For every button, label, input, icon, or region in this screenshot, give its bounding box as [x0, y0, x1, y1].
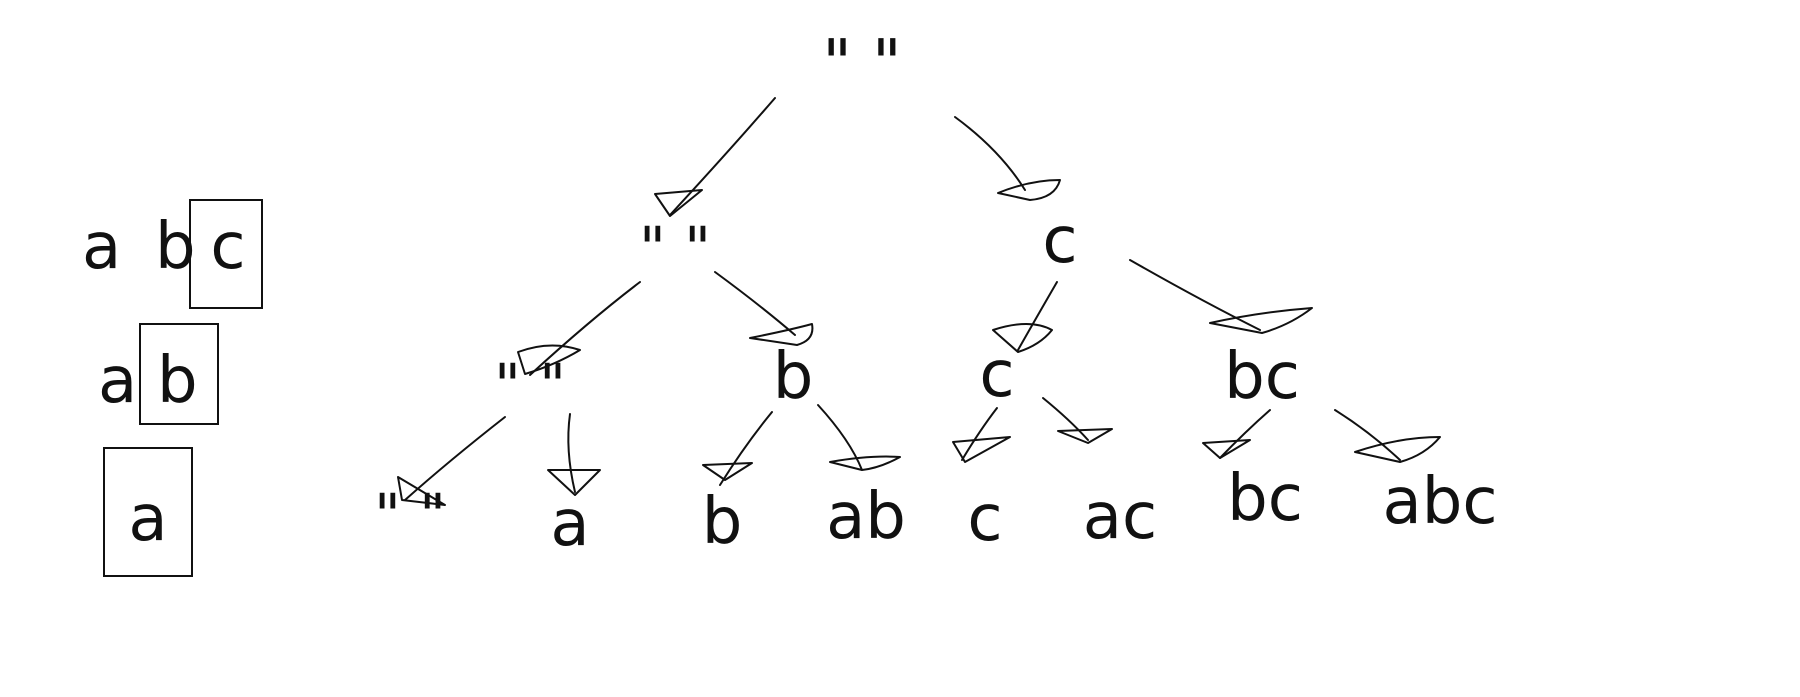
node-root: " " — [822, 27, 901, 101]
arrowhead-icon — [1354, 436, 1441, 463]
arrowhead-icon — [1202, 439, 1251, 459]
leaf-0: " " — [374, 481, 446, 549]
edge-l2c-right — [1042, 397, 1089, 441]
node-level1-left: " " — [639, 214, 711, 282]
tree-edges — [404, 97, 1401, 501]
edge-l2c-left — [961, 407, 998, 461]
legend-row1-box — [189, 199, 263, 309]
arrowhead-icon — [992, 323, 1053, 353]
leaf-2: b — [702, 485, 743, 559]
arrowhead-icon — [1057, 428, 1113, 444]
arrowhead-icon — [829, 455, 901, 471]
leaf-1: a — [550, 487, 589, 561]
tree-arrowheads — [397, 179, 1441, 506]
edge-l2d-left — [1219, 409, 1271, 459]
node-level2-2: c — [979, 338, 1014, 412]
tree-nodes: " " " " c " " b c bc " " a b ab c ac bc … — [374, 27, 1497, 561]
legend: a b c a b a — [82, 199, 263, 577]
arrowhead-icon — [952, 436, 1011, 463]
arrowhead-icon — [547, 469, 601, 496]
arrowhead-icon — [654, 189, 703, 217]
leaf-3: ab — [826, 480, 906, 554]
legend-row3-box — [103, 447, 193, 577]
edge-l2b-left — [719, 411, 773, 486]
edge-l1right-right — [1129, 259, 1261, 331]
edge-root-right — [954, 116, 1026, 191]
legend-row2-letter-b: b — [157, 344, 198, 418]
edge-root-left — [669, 97, 776, 216]
arrowhead-icon — [397, 476, 446, 506]
arrowhead-icon — [702, 462, 753, 481]
edge-l1right-left — [1017, 281, 1058, 351]
edge-l2b-right — [817, 404, 863, 471]
edge-l1left-right — [714, 271, 796, 336]
edge-l2d-right — [1334, 409, 1401, 461]
leaf-4: c — [967, 482, 1002, 556]
leaf-5: ac — [1083, 480, 1157, 554]
legend-row2-letter-a: a — [98, 344, 137, 418]
node-level2-3: bc — [1224, 340, 1300, 414]
node-level2-0: " " — [494, 351, 566, 419]
arrowhead-icon — [517, 344, 581, 375]
edge-l2a-left — [404, 416, 506, 501]
node-level1-right: c — [1042, 204, 1077, 278]
legend-row1-letter-c: c — [210, 210, 245, 284]
leaf-6: bc — [1227, 462, 1303, 536]
arrowhead-icon — [749, 323, 814, 346]
arrowhead-icon — [997, 179, 1061, 201]
legend-row3-letter-a: a — [128, 482, 167, 556]
leaf-7: abc — [1382, 465, 1497, 539]
arrowhead-icon — [1209, 307, 1313, 334]
legend-row1-letter-b: b — [155, 210, 196, 284]
legend-row2-box — [139, 323, 219, 425]
edge-l1left-left — [529, 281, 641, 376]
legend-row1-letter-a: a — [82, 210, 121, 284]
edge-l2a-right — [567, 413, 576, 493]
node-level2-1: b — [773, 340, 814, 414]
